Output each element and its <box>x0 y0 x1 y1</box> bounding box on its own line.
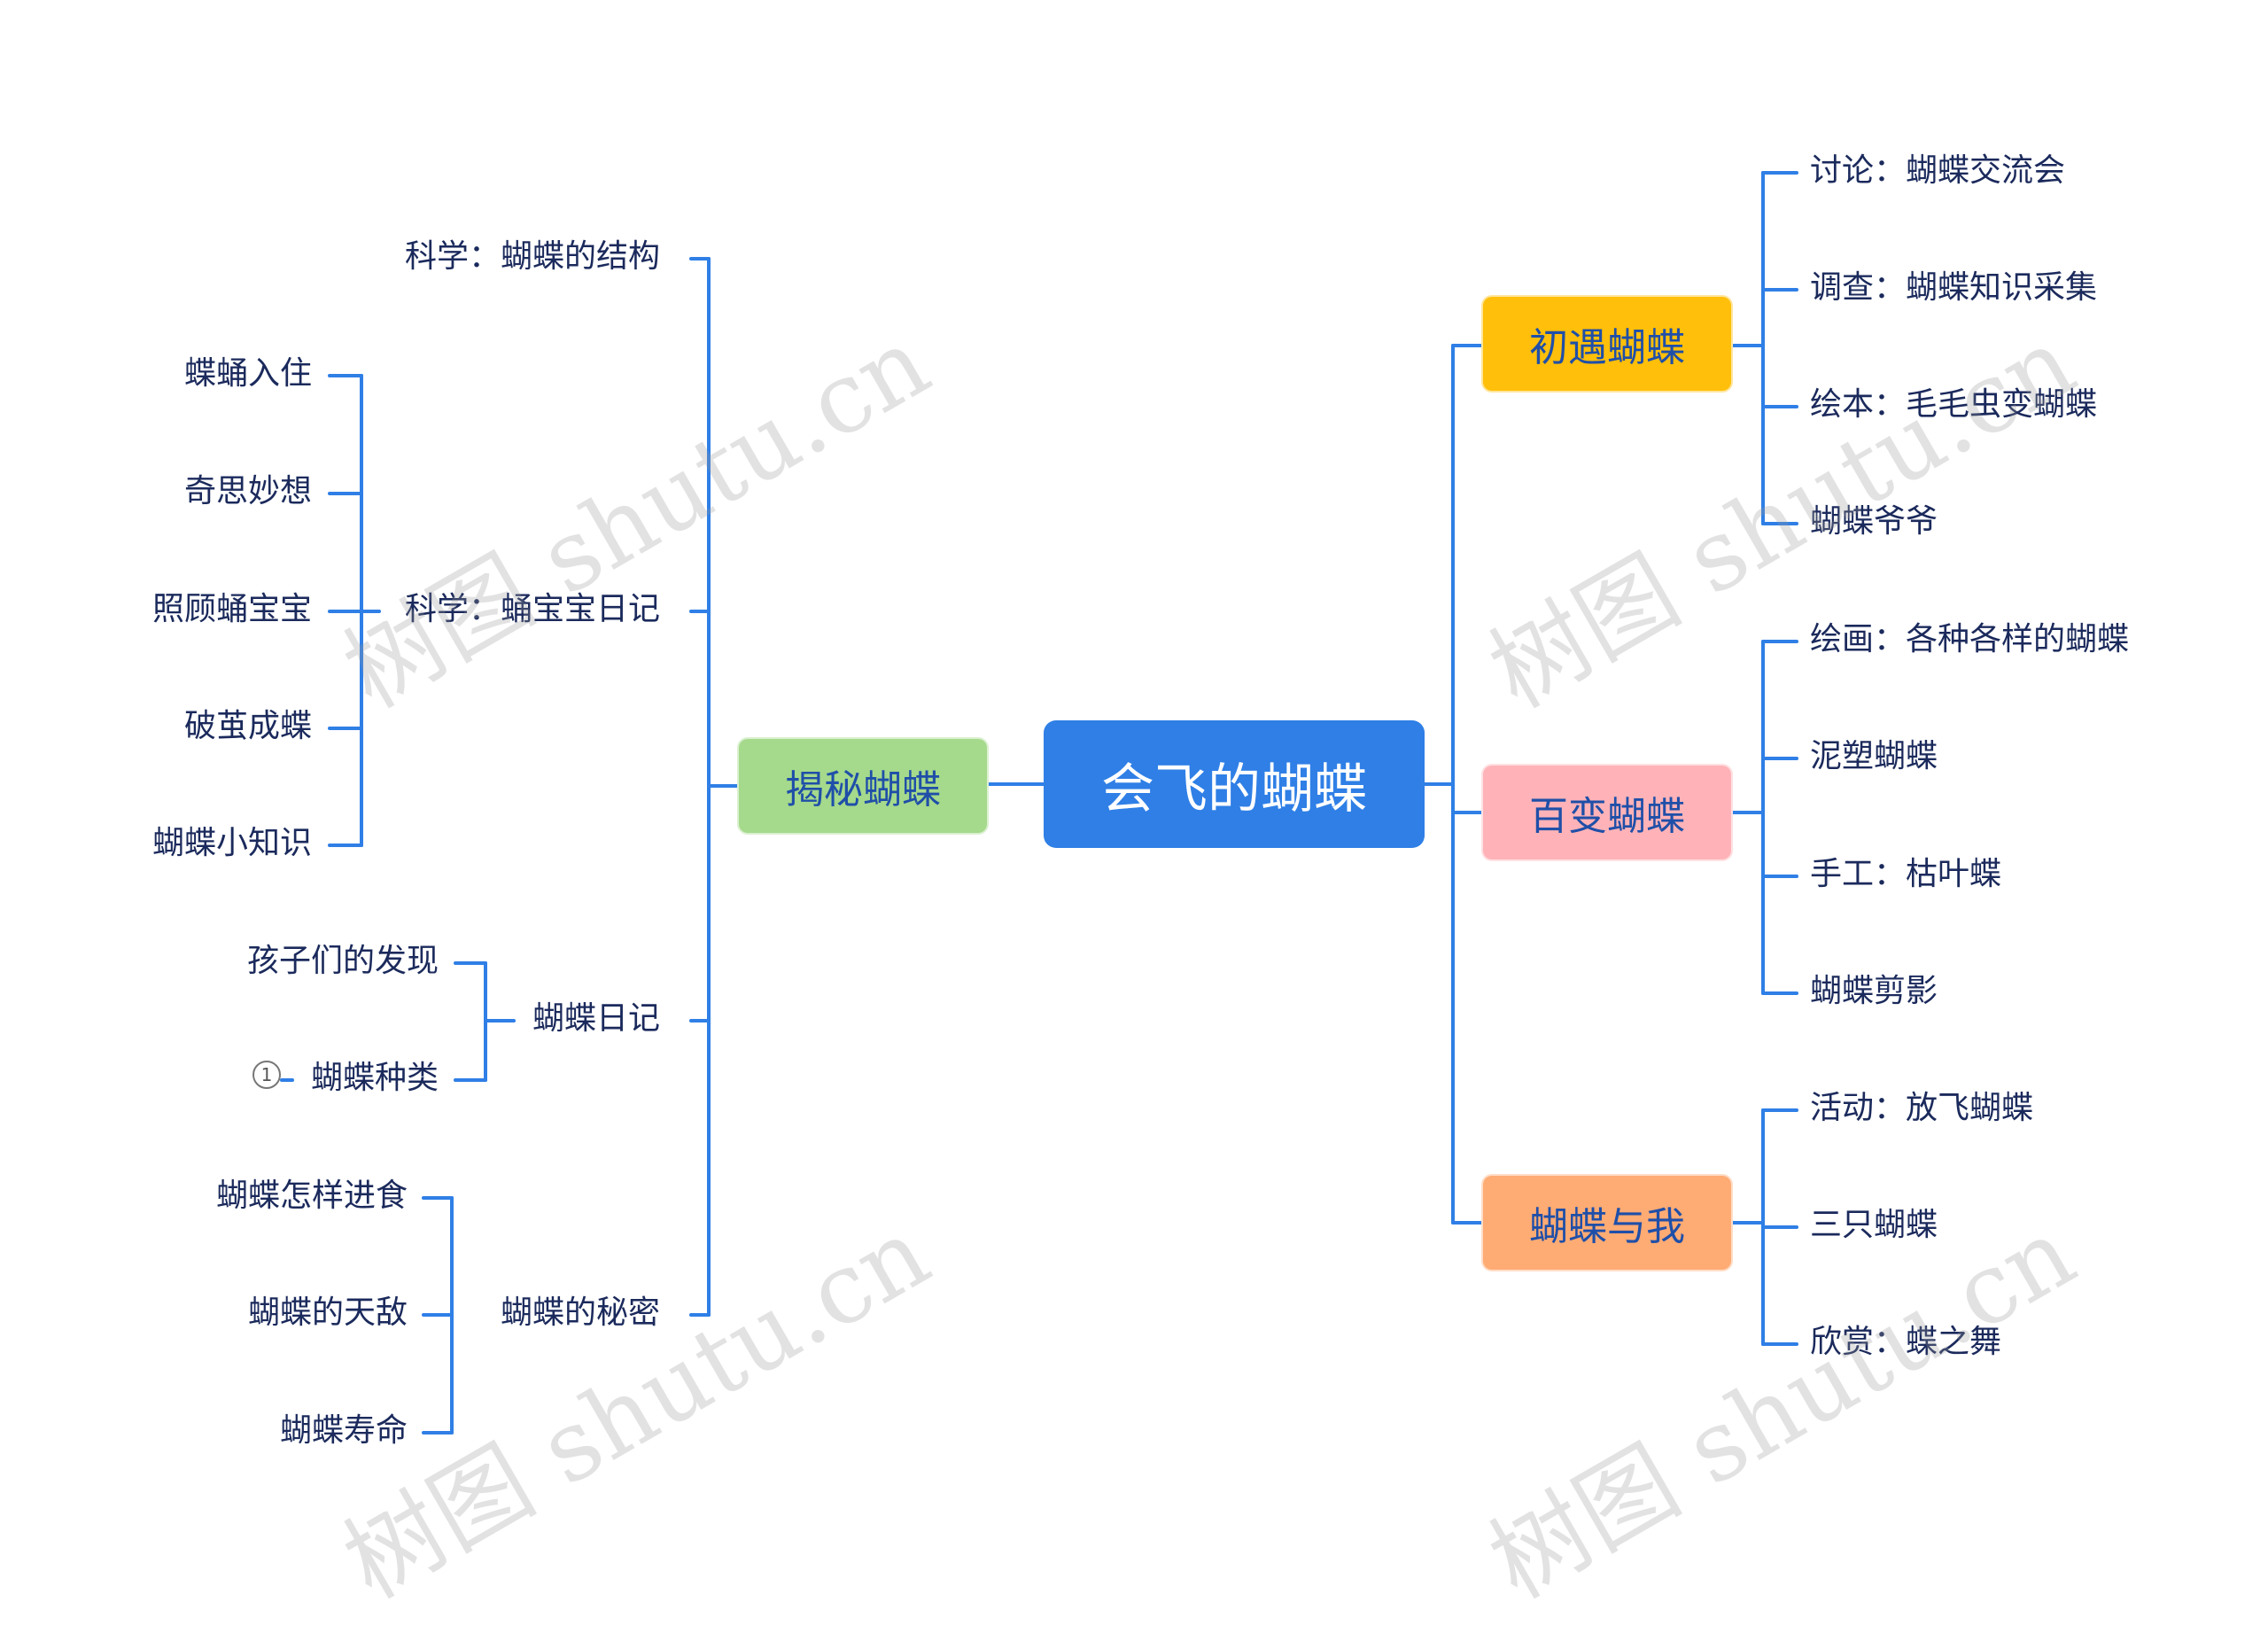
topic-changing[interactable]: 百变蝴蝶 <box>1481 764 1733 861</box>
subtopic-pupa-diary[interactable]: 科学：蛹宝宝日记 <box>404 591 660 627</box>
leaf-painting[interactable]: 绘画：各种各样的蝴蝶 <box>1810 621 2130 657</box>
leaf-facts[interactable]: 蝴蝶小知识 <box>151 825 312 861</box>
leaf-dance[interactable]: 欣赏：蝶之舞 <box>1810 1324 2002 1360</box>
leaf-survey[interactable]: 调查：蝴蝶知识采集 <box>1810 269 2098 306</box>
subtopic-structure[interactable]: 科学：蝴蝶的结构 <box>404 238 660 275</box>
topic-me[interactable]: 蝴蝶与我 <box>1481 1174 1733 1271</box>
leaf-grandpa[interactable]: 蝴蝶爷爷 <box>1810 503 1938 540</box>
topic-jiemi[interactable]: 揭秘蝴蝶 <box>737 737 989 835</box>
subtopic-secret[interactable]: 蝴蝶的秘密 <box>500 1295 660 1331</box>
leaf-silhouette[interactable]: 蝴蝶剪影 <box>1810 973 1938 1009</box>
leaf-how-eat[interactable]: 蝴蝶怎样进食 <box>215 1178 408 1214</box>
leaf-three[interactable]: 三只蝴蝶 <box>1810 1207 1938 1243</box>
leaf-discussion[interactable]: 讨论：蝴蝶交流会 <box>1810 152 2066 189</box>
leaf-enemies[interactable]: 蝴蝶的天敌 <box>247 1295 408 1331</box>
root-node[interactable]: 会飞的蝴蝶 <box>1044 720 1425 848</box>
subtopic-butterfly-diary[interactable]: 蝴蝶日记 <box>532 1000 660 1037</box>
count-badge[interactable]: 1 <box>252 1061 281 1089</box>
leaf-care-pupa[interactable]: 照顾蛹宝宝 <box>151 591 312 627</box>
leaf-lifespan[interactable]: 蝴蝶寿命 <box>279 1412 408 1449</box>
mind-map: 会飞的蝴蝶 揭秘蝴蝶 科学：蝴蝶的结构 科学：蛹宝宝日记 蝴蝶日记 蝴蝶的秘密 … <box>151 152 2130 1620</box>
connector-lines <box>280 171 1798 1435</box>
topic-first-meet[interactable]: 初遇蝴蝶 <box>1481 295 1733 393</box>
leaf-wild-ideas[interactable]: 奇思妙想 <box>183 473 312 509</box>
leaf-craft[interactable]: 手工：枯叶蝶 <box>1810 856 2002 892</box>
leaf-kids-findings[interactable]: 孩子们的发现 <box>246 943 439 979</box>
leaf-emerge[interactable]: 破茧成蝶 <box>183 708 312 744</box>
leaf-species[interactable]: 蝴蝶种类 <box>310 1060 439 1096</box>
leaf-clay[interactable]: 泥塑蝴蝶 <box>1810 738 1938 774</box>
leaf-pupa-move-in[interactable]: 蝶蛹入住 <box>183 355 312 392</box>
leaf-picture-book[interactable]: 绘本：毛毛虫变蝴蝶 <box>1810 386 2098 423</box>
leaf-release[interactable]: 活动：放飞蝴蝶 <box>1810 1090 2034 1126</box>
